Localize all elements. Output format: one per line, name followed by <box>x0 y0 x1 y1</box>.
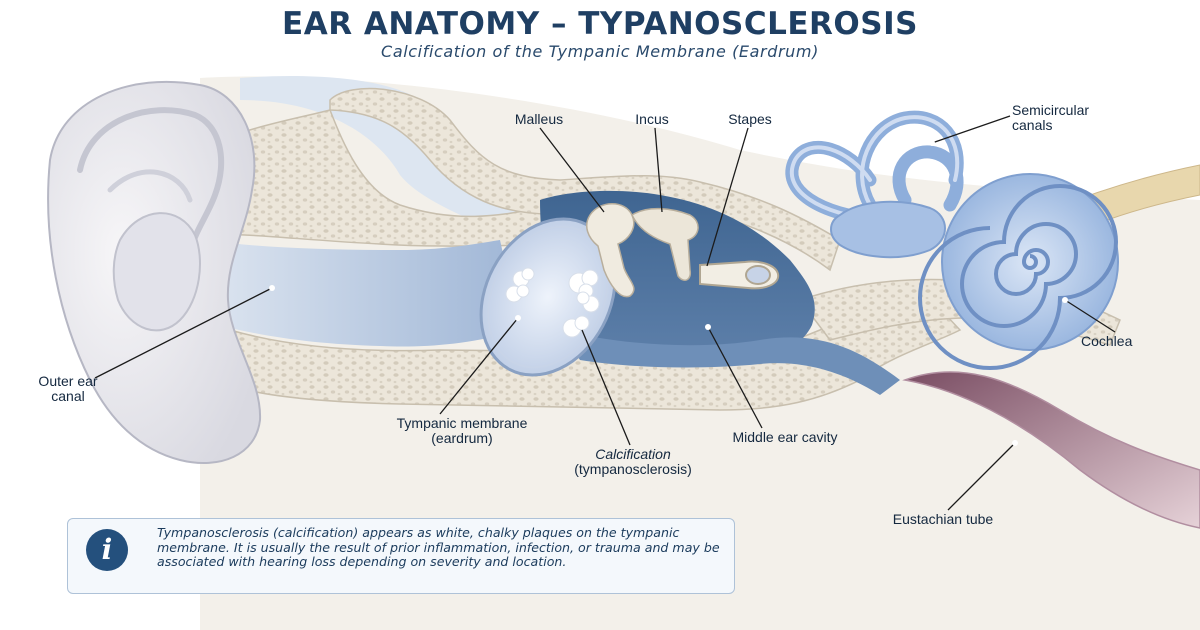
upper-bone-outer <box>329 87 841 272</box>
label-tympanic-line2: (eardrum) <box>431 430 493 446</box>
tympanic-membrane-rim <box>487 225 609 369</box>
label-outer-ear-line1: Outer ear <box>38 373 98 389</box>
info-text: Tympanosclerosis (calcification) appears… <box>157 525 720 570</box>
label-semicircular-canals: Semicircular canals <box>1012 103 1089 133</box>
malleus <box>586 203 635 298</box>
label-tympanic-membrane: Tympanic membrane (eardrum) <box>397 416 528 446</box>
leader-dots <box>269 140 1068 446</box>
stapes <box>699 260 780 290</box>
label-middle-ear-cavity: Middle ear cavity <box>732 429 838 445</box>
cochlea-spiral <box>918 184 1118 370</box>
leader-lines <box>94 115 1116 511</box>
eustachian-tube <box>902 371 1200 529</box>
label-calcification: Calcification (tympanosclerosis) <box>574 447 691 477</box>
label-cochlea: Cochlea <box>1081 333 1133 349</box>
label-outer-ear-line2: canal <box>51 388 85 404</box>
label-eustachian-tube: Eustachian tube <box>892 511 994 527</box>
cavity-lower <box>560 330 900 395</box>
auricle-antihelix <box>107 169 193 203</box>
ear-canal <box>205 240 520 347</box>
auricle-concha <box>112 212 201 332</box>
label-stapes: Stapes <box>728 111 772 127</box>
info-box: i Tympanosclerosis (calcification) appea… <box>67 518 735 594</box>
label-malleus: Malleus <box>514 111 564 127</box>
label-semicircular-line2: canals <box>1012 117 1053 133</box>
label-semicircular-line1: Semicircular <box>1012 102 1090 118</box>
page-subtitle: Calcification of the Tympanic Membrane (… <box>381 42 819 61</box>
page-title: EAR ANATOMY – TYPANOSCLEROSIS <box>282 6 918 42</box>
auricle-helix <box>77 107 225 265</box>
semicircular-canals-highlight <box>789 115 960 222</box>
label-incus: Incus <box>635 111 669 127</box>
label-outer-ear-canal: Outer ear canal <box>38 374 97 404</box>
label-calcification-line2: (tympanosclerosis) <box>574 461 692 477</box>
label-calcification-line1: Calcification <box>595 446 671 462</box>
label-tympanic-line1: Tympanic membrane <box>396 415 528 431</box>
vestibule <box>830 200 946 259</box>
incus <box>631 207 699 281</box>
calcification-plaques <box>505 267 600 338</box>
temporal-skin-band <box>240 76 520 240</box>
info-icon: i <box>86 529 128 571</box>
